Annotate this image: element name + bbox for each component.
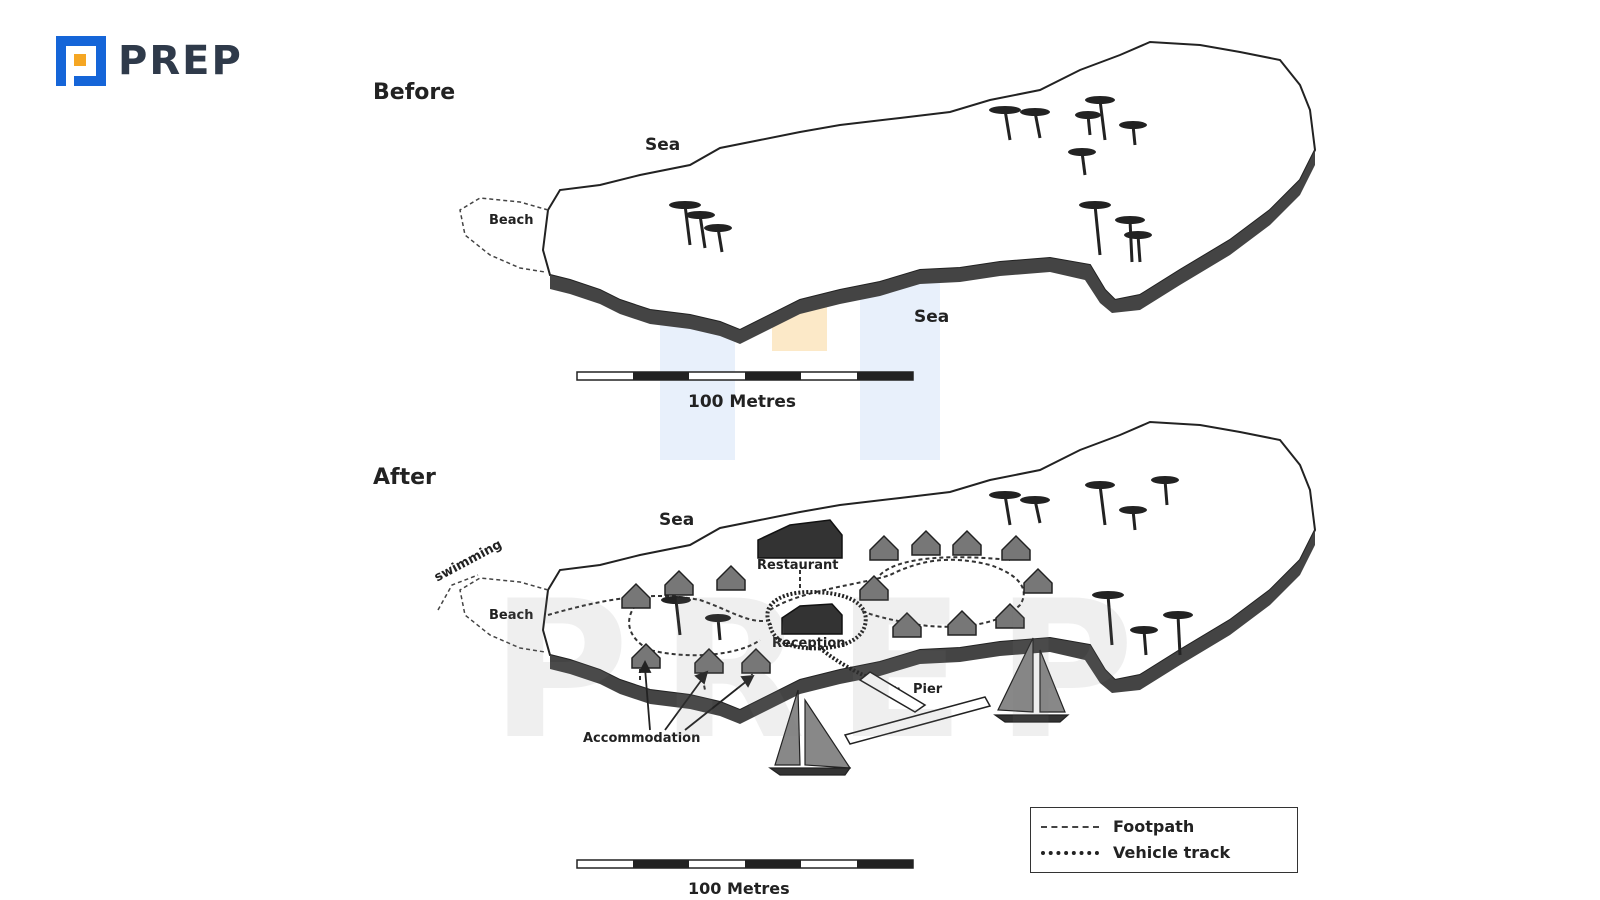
after-palm-fronds [661, 476, 1193, 634]
prep-logo[interactable]: PREP [52, 32, 243, 90]
sailboats [768, 637, 1070, 776]
before-beach-outline [459, 197, 549, 273]
reception-label: Reception [772, 636, 846, 651]
map-legend: Footpath Vehicle track [1030, 807, 1298, 873]
pier-label: Pier [913, 682, 943, 697]
restaurant-label: Restaurant [757, 558, 839, 573]
swimming-area [437, 574, 479, 611]
before-beach-label: Beach [489, 213, 534, 228]
before-sea-south: Sea [914, 307, 950, 327]
before-scale-label: 100 Metres [688, 392, 797, 412]
reception-building [781, 603, 843, 635]
after-beach-label: Beach [489, 608, 534, 623]
restaurant-building [757, 519, 843, 559]
after-sea-north: Sea [659, 510, 695, 530]
after-beach-outline [459, 577, 549, 653]
after-vehicle-track [765, 589, 868, 651]
before-sea-north: Sea [645, 135, 681, 155]
accommodation-huts [621, 529, 1053, 674]
accommodation-arrows [638, 659, 755, 731]
after-scale-label: 100 Metres [688, 879, 790, 898]
legend-vehicle-label: Vehicle track [1113, 843, 1231, 862]
before-scale-bar [576, 371, 914, 381]
pier [843, 671, 992, 745]
vehicle-track-line-icon [1041, 850, 1099, 855]
after-scale-bar [576, 859, 914, 869]
legend-vehicle-row: Vehicle track [1041, 843, 1230, 862]
legend-footpath-label: Footpath [1113, 817, 1195, 836]
before-palm-fronds [669, 96, 1152, 239]
prep-logo-icon [56, 36, 106, 86]
prep-logo-text: PREP [118, 38, 243, 84]
footpath-line-icon [1041, 825, 1099, 828]
legend-footpath-row: Footpath [1041, 817, 1194, 836]
after-title: After [373, 465, 436, 490]
watermark-text: PREP [490, 560, 1165, 781]
accommodation-label: Accommodation [583, 731, 701, 746]
before-title: Before [373, 80, 456, 105]
